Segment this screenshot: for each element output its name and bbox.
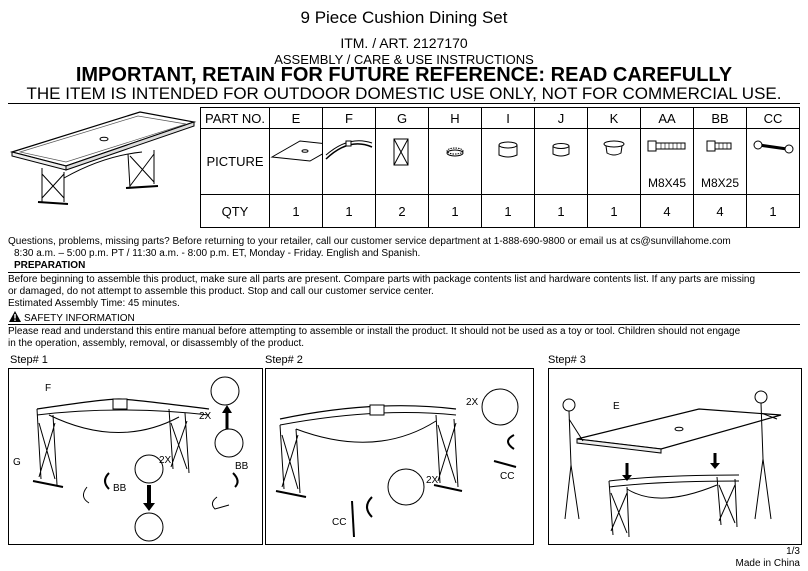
preparation-line-1: Before beginning to assemble this produc…: [8, 274, 756, 285]
umbrella-ring-icon: [603, 140, 625, 156]
step-3-diagram: E: [562, 390, 782, 538]
part-id: H: [428, 107, 482, 129]
wrench-icon: [753, 140, 794, 154]
part-qty: 1: [587, 194, 641, 228]
part-qty: 4: [693, 194, 747, 228]
step-3-panel: E: [548, 368, 802, 545]
label-f: F: [45, 383, 51, 394]
label-bb: BB: [113, 483, 127, 494]
item-number: ITM. / ART. 2127170: [340, 35, 468, 51]
dining-table-illustration: [9, 111, 197, 205]
part-id: K: [587, 107, 641, 129]
qty-label: QTY: [200, 194, 270, 228]
label-2x: 2X: [159, 455, 172, 466]
part-g-picture: [375, 128, 429, 195]
part-i-picture: [481, 128, 535, 195]
part-no-label: PART NO.: [200, 107, 270, 129]
bolt-short-icon: [706, 140, 732, 152]
part-k-picture: [587, 128, 641, 195]
part-cc-picture: [746, 128, 800, 195]
step-1-diagram: F G 2X 2X BB BB: [13, 376, 249, 542]
label-2x: 2X: [466, 397, 479, 408]
part-j-picture: [534, 128, 588, 195]
label-e: E: [613, 401, 620, 412]
safety-line-1: Please read and understand this entire m…: [8, 326, 741, 337]
label-2x: 2X: [426, 475, 439, 486]
assembly-time: Estimated Assembly Time: 45 minutes.: [8, 298, 180, 309]
instructions-label: ASSEMBLY / CARE & USE INSTRUCTIONS: [274, 52, 534, 67]
part-qty: 1: [746, 194, 800, 228]
picture-row: PICTURE M8X45 M8X25: [200, 128, 800, 195]
label-cc: CC: [500, 471, 514, 482]
step-3-title: Step# 3: [548, 354, 586, 366]
picture-label: PICTURE: [200, 128, 270, 195]
part-id: I: [481, 107, 535, 129]
bolt-size: M8X45: [647, 176, 687, 190]
ring-icon: [446, 147, 464, 157]
part-id: G: [375, 107, 429, 129]
safety-heading: SAFETY INFORMATION: [24, 313, 135, 324]
bolt-long-icon: [647, 140, 686, 152]
x-leg-icon: [393, 138, 409, 166]
part-qty: 1: [428, 194, 482, 228]
label-2x: 2X: [199, 411, 212, 422]
part-id: F: [322, 107, 376, 129]
qty-row: QTY 1 1 2 1 1 1 1 4 4 1: [200, 194, 800, 228]
step-2-title: Step# 2: [265, 354, 303, 366]
header-rule: [8, 103, 800, 104]
document-title: 9 Piece Cushion Dining Set: [300, 8, 508, 27]
part-id: CC: [746, 107, 800, 129]
cap-icon: [498, 141, 518, 158]
part-h-picture: [428, 128, 482, 195]
label-bb: BB: [235, 461, 249, 472]
preparation-line-2: or damaged, do not attempt to assemble t…: [8, 286, 434, 297]
step-1-panel: F G 2X 2X BB BB: [8, 368, 263, 545]
part-qty: 1: [534, 194, 588, 228]
part-id: BB: [693, 107, 747, 129]
bushing-icon: [552, 143, 570, 157]
contact-line-1: Questions, problems, missing parts? Befo…: [8, 236, 731, 247]
step-1-title: Step# 1: [10, 354, 48, 366]
arch-frame-icon: [325, 140, 373, 160]
part-qty: 1: [269, 194, 323, 228]
part-id: J: [534, 107, 588, 129]
part-bb-picture: M8X25: [693, 128, 747, 195]
label-g: G: [13, 457, 21, 468]
safety-line-2: in the operation, assembly, removal, or …: [8, 338, 305, 349]
part-qty: 2: [375, 194, 429, 228]
parts-table: PART NO. E F G H I J K AA BB CC PICTURE: [200, 107, 800, 228]
contact-line-2: 8:30 a.m. – 5:00 p.m. PT / 11:30 a.m. - …: [14, 248, 421, 259]
part-qty: 1: [481, 194, 535, 228]
part-number-row: PART NO. E F G H I J K AA BB CC: [200, 107, 800, 129]
made-in-label: Made in China: [735, 558, 800, 569]
tabletop-icon: [270, 140, 322, 162]
step-2-diagram: 2X 2X CC CC: [275, 388, 519, 538]
bolt-size: M8X25: [700, 176, 740, 190]
safety-rule: [8, 324, 800, 325]
part-id: E: [269, 107, 323, 129]
part-e-picture: [269, 128, 323, 195]
preparation-heading: PREPARATION: [14, 260, 86, 271]
usage-notice: THE ITEM IS INTENDED FOR OUTDOOR DOMESTI…: [26, 84, 782, 103]
part-qty: 1: [322, 194, 376, 228]
part-qty: 4: [640, 194, 694, 228]
warning-icon: [9, 311, 21, 322]
part-id: AA: [640, 107, 694, 129]
part-aa-picture: M8X45: [640, 128, 694, 195]
step-2-panel: 2X 2X CC CC: [265, 368, 534, 545]
page-number: 1/3: [786, 546, 800, 557]
part-f-picture: [322, 128, 376, 195]
label-cc: CC: [332, 517, 346, 528]
preparation-rule: [8, 272, 800, 273]
important-notice: IMPORTANT, RETAIN FOR FUTURE REFERENCE: …: [75, 64, 733, 86]
